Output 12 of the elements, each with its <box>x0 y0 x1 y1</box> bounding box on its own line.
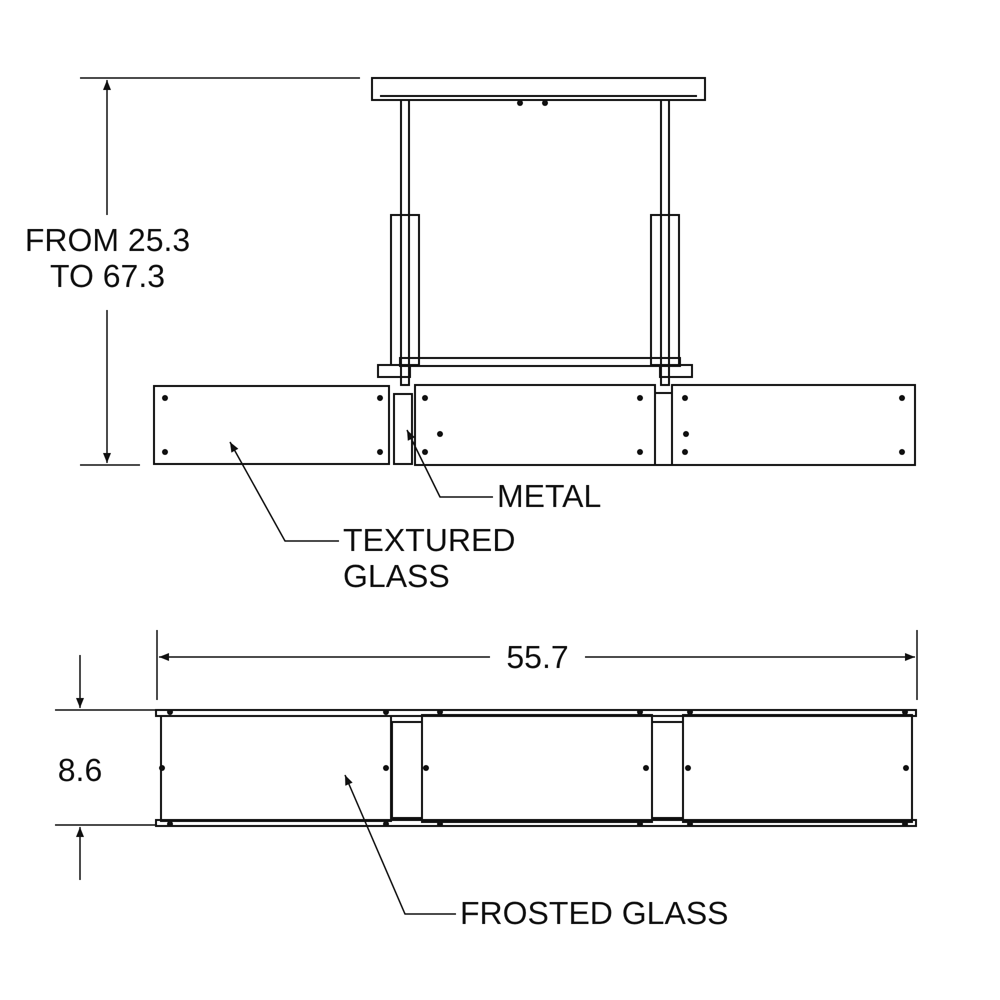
dimension-label: FROM 25.3 TO 67.3 <box>24 222 192 294</box>
metal-connector <box>393 393 413 465</box>
leader-line <box>406 430 493 498</box>
dimension-label: 8.6 <box>56 752 104 788</box>
leader-line <box>229 442 339 542</box>
dimension-label: 55.7 <box>505 639 570 675</box>
glass-panel <box>153 385 390 465</box>
leader-line <box>344 774 456 915</box>
part-label: METAL <box>497 478 617 516</box>
part-label: TEXTURED GLASS <box>343 522 518 596</box>
glass-panel <box>160 715 392 822</box>
part-label: FROSTED GLASS <box>460 895 740 933</box>
